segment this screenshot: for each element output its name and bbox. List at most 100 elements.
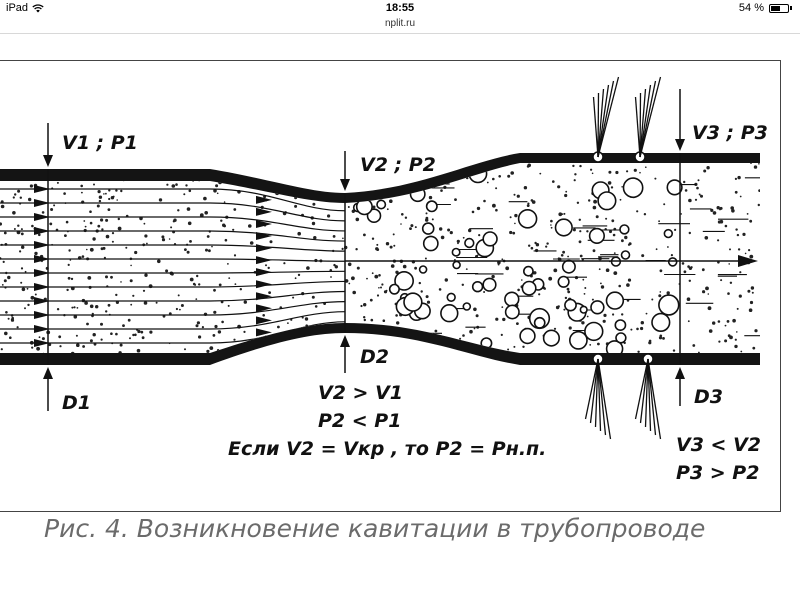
flow-dot: [110, 196, 115, 200]
flow-dot: [165, 269, 169, 273]
flow-dot: [100, 218, 104, 222]
flow-dot: [395, 270, 399, 274]
flow-dot: [168, 238, 171, 240]
vapor-bubble: [422, 235, 439, 252]
flow-dot: [171, 184, 176, 188]
flow-dot: [404, 216, 408, 219]
collapse-spray: [639, 92, 642, 158]
flow-dot: [501, 306, 504, 308]
flow-dot: [621, 313, 624, 316]
flow-dot: [215, 184, 219, 188]
flow-dot: [135, 161, 137, 163]
flow-dot: [294, 277, 297, 280]
flow-dot: [21, 287, 26, 292]
flow-dot: [707, 293, 710, 295]
flow-dot: [233, 338, 236, 341]
flow-dot: [397, 354, 399, 356]
flow-dot: [546, 242, 549, 245]
flow-dot: [132, 294, 135, 297]
flow-dot: [602, 319, 606, 323]
flow-dot: [612, 233, 616, 237]
flow-dot: [528, 244, 531, 247]
vapor-bubble: [517, 209, 538, 229]
flow-dot: [189, 277, 194, 282]
diameter-arrow-3: [675, 367, 685, 406]
flow-dot: [334, 265, 338, 269]
battery-tip: [790, 6, 792, 10]
flow-dot: [681, 262, 685, 265]
flow-dot: [103, 193, 105, 195]
flow-dot: [314, 305, 318, 308]
flow-dot: [221, 320, 224, 324]
collapse-spray: [597, 358, 612, 440]
flow-dot: [137, 329, 141, 334]
flow-dot: [82, 345, 85, 348]
pipe-wall-top: [0, 153, 760, 203]
velocity-arrow-head: [34, 325, 50, 333]
flow-dot: [608, 170, 612, 174]
flow-dot: [738, 294, 742, 298]
flow-dot: [593, 199, 597, 204]
flow-dot: [20, 267, 24, 270]
flow-dot: [65, 220, 69, 224]
flow-dot: [744, 252, 747, 255]
flow-dot: [592, 249, 596, 253]
vapor-bubble: [597, 191, 617, 211]
collapse-spray: [597, 84, 610, 158]
flow-dot: [456, 239, 460, 243]
flow-dot: [672, 349, 676, 352]
flow-dot: [95, 305, 99, 309]
flow-dot: [688, 279, 691, 282]
flow-dot: [439, 227, 443, 231]
url-link[interactable]: nplit.ru: [384, 18, 415, 29]
flow-dot: [48, 343, 52, 347]
velocity-arrow-head: [256, 292, 272, 301]
flow-dot: [636, 210, 639, 213]
flow-dot: [239, 288, 242, 291]
flow-dot: [12, 211, 16, 215]
flow-dot: [393, 244, 396, 247]
flow-dot: [590, 168, 593, 171]
flow-dot: [346, 352, 351, 353]
vapor-bubble: [403, 292, 423, 312]
condition-critical: Если V2 = Vкр , то P2 = Pн.п.: [228, 438, 546, 460]
streamline: [0, 230, 346, 242]
flow-dot: [84, 301, 88, 305]
velocity-arrow-head: [256, 268, 272, 277]
flow-dot: [514, 222, 516, 225]
flow-dot: [378, 274, 381, 277]
flow-dot: [627, 278, 632, 282]
flow-dot: [688, 266, 693, 270]
flow-dot: [318, 340, 322, 344]
flow-dot: [333, 177, 338, 181]
flow-dot: [201, 163, 205, 165]
flow-dot: [70, 277, 74, 281]
flow-dot: [348, 282, 351, 285]
flow-dot: [696, 186, 699, 190]
flow-dot: [360, 304, 363, 308]
flow-dot: [28, 197, 32, 202]
flow-dot: [740, 350, 743, 353]
flow-dot: [213, 189, 217, 193]
diameter-arrow-2: [340, 335, 350, 373]
flow-dot: [545, 245, 548, 248]
vapor-bubble: [482, 231, 498, 247]
flow-dot: [401, 213, 404, 216]
flow-dot: [747, 289, 751, 293]
address-bar[interactable]: nplit.ru: [0, 18, 800, 32]
condition-velocity: V2 > V1: [318, 382, 403, 404]
flow-dot: [13, 228, 16, 230]
flow-dot: [287, 322, 289, 324]
flow-dot: [184, 348, 186, 351]
flow-dot: [471, 210, 475, 214]
collapse-spray: [639, 84, 652, 158]
flow-dot: [233, 254, 237, 257]
flow-dot: [175, 307, 178, 311]
flow-dot: [579, 230, 582, 233]
status-bar: iPad 18:55 54 %: [0, 0, 800, 18]
flow-dot: [87, 276, 92, 280]
collapse-spray: [592, 96, 599, 158]
flow-dot: [567, 255, 569, 258]
flow-dot: [269, 240, 273, 244]
collapse-spray: [639, 358, 649, 424]
